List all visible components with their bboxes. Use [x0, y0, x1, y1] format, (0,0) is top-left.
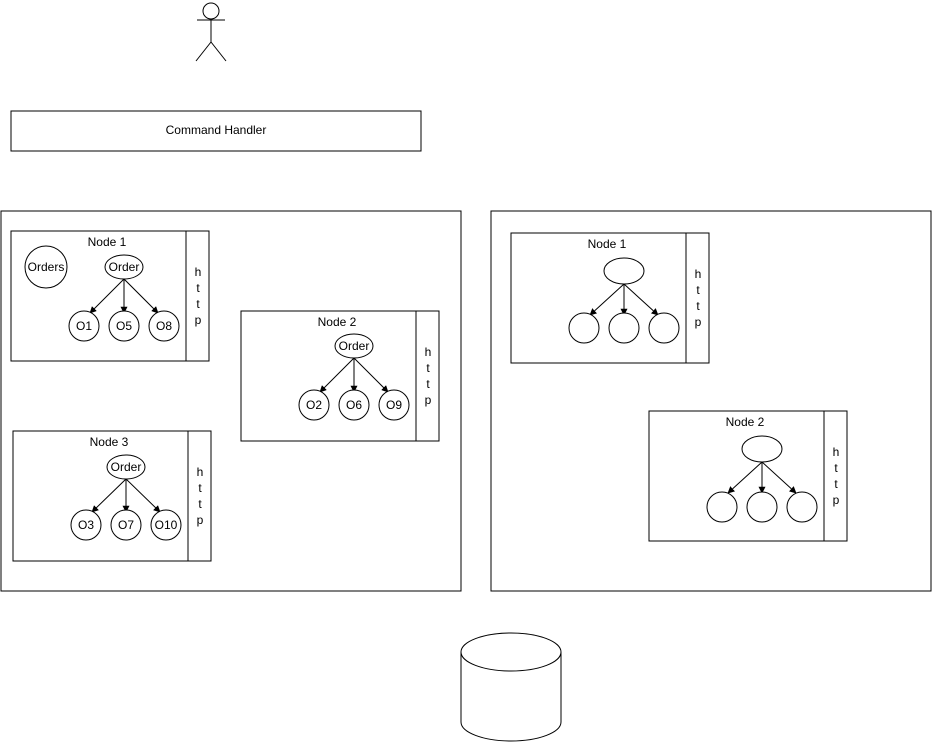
node-box: Node 2 h t t p: [648, 410, 848, 542]
http-label: h t t p: [195, 265, 202, 327]
node-title: Node 2: [318, 315, 357, 329]
svg-text:h: h: [197, 465, 204, 479]
node-box: Node 2 h t t p Order O2 O6: [240, 310, 440, 442]
node-title: Node 1: [588, 237, 627, 251]
order-leaf: [746, 491, 778, 523]
svg-text:p: p: [695, 315, 702, 329]
tree-edges: [727, 461, 797, 494]
svg-text:t: t: [198, 497, 202, 511]
tree-edges: [91, 478, 161, 513]
tree-edges: [89, 278, 159, 314]
command-handler-label: Command Handler: [166, 123, 267, 137]
command-handler-box: Command Handler: [10, 110, 422, 152]
order-leaf: [786, 491, 818, 523]
svg-text:p: p: [197, 513, 204, 527]
svg-text:O10: O10: [155, 518, 178, 532]
http-label: h t t p: [425, 345, 432, 407]
svg-text:O7: O7: [118, 518, 134, 532]
person-icon: [195, 2, 227, 62]
svg-text:Order: Order: [339, 339, 370, 353]
svg-text:Orders: Orders: [28, 260, 65, 274]
order-leaf: [706, 491, 738, 523]
svg-text:Order: Order: [109, 260, 140, 274]
svg-text:p: p: [425, 393, 432, 407]
svg-text:t: t: [834, 477, 838, 491]
tree-edges: [589, 283, 659, 316]
order-leaf: O5: [108, 310, 140, 342]
svg-text:O8: O8: [156, 319, 172, 333]
http-label: h t t p: [833, 445, 840, 507]
cluster-right: Node 1 h t t p: [490, 210, 932, 592]
http-label: h t t p: [197, 465, 204, 527]
order-leaf: [568, 312, 600, 344]
order-leaf: O9: [378, 389, 410, 421]
order-root: [603, 257, 645, 285]
svg-text:p: p: [195, 313, 202, 327]
svg-text:t: t: [196, 281, 200, 295]
svg-text:O9: O9: [386, 398, 402, 412]
order-leaf: [608, 312, 640, 344]
svg-text:t: t: [426, 377, 430, 391]
database-cylinder-icon: [460, 632, 562, 742]
svg-text:t: t: [196, 297, 200, 311]
svg-text:t: t: [696, 283, 700, 297]
svg-text:O2: O2: [306, 398, 322, 412]
node-box: Node 3 h t t p Order O3 O7: [12, 430, 212, 562]
svg-text:O6: O6: [346, 398, 362, 412]
order-leaf: O10: [150, 509, 182, 541]
svg-text:t: t: [834, 461, 838, 475]
node-title: Node 3: [90, 435, 129, 449]
svg-text:h: h: [695, 267, 702, 281]
cluster-left: Node 1 h t t p Orders Order: [0, 210, 462, 592]
order-leaf: O1: [68, 310, 100, 342]
svg-text:h: h: [425, 345, 432, 359]
order-root: Order: [334, 333, 374, 359]
order-leaf: O6: [338, 389, 370, 421]
order-root: Order: [106, 454, 146, 480]
order-root: [741, 435, 783, 463]
tree-edges: [319, 357, 389, 393]
order-leaf: O2: [298, 389, 330, 421]
svg-text:O3: O3: [78, 518, 94, 532]
svg-text:h: h: [833, 445, 840, 459]
svg-text:t: t: [696, 299, 700, 313]
order-leaf: O7: [110, 509, 142, 541]
svg-text:h: h: [195, 265, 202, 279]
svg-text:Order: Order: [111, 460, 142, 474]
svg-text:O5: O5: [116, 319, 132, 333]
node-title: Node 2: [726, 415, 765, 429]
svg-text:O1: O1: [76, 319, 92, 333]
node-box: Node 1 h t t p: [510, 232, 710, 364]
svg-text:t: t: [426, 361, 430, 375]
order-leaf: [648, 312, 680, 344]
node-title: Node 1: [88, 235, 127, 249]
node-box: Node 1 h t t p Orders Order: [10, 230, 210, 362]
orders-collection: Orders: [24, 245, 68, 289]
order-leaf: O8: [148, 310, 180, 342]
order-leaf: O3: [70, 509, 102, 541]
order-root: Order: [104, 254, 144, 280]
svg-text:p: p: [833, 493, 840, 507]
http-label: h t t p: [695, 267, 702, 329]
svg-text:t: t: [198, 481, 202, 495]
